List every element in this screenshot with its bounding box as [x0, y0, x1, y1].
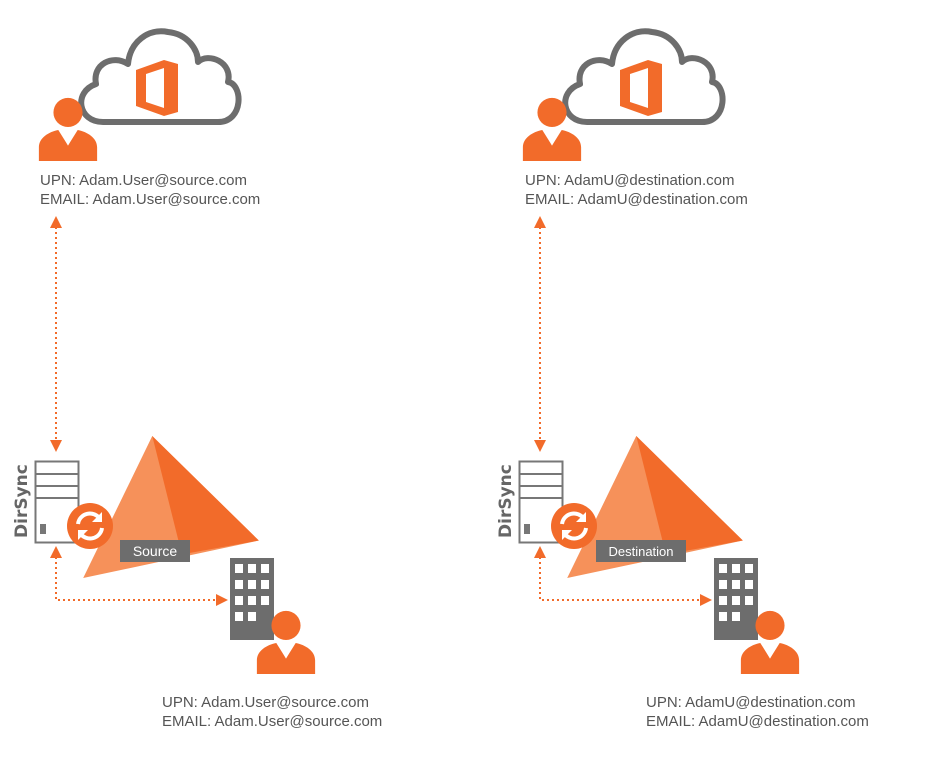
- destination-onprem-email: EMAIL: AdamU@destination.com: [646, 713, 869, 730]
- sync-icon: [66, 502, 114, 550]
- office-logo-icon: [620, 60, 662, 116]
- destination-onprem: Destination DirSync: [496, 435, 800, 674]
- source-cloud-email: EMAIL: Adam.User@source.com: [40, 191, 261, 208]
- dirsync-label: DirSync: [12, 464, 32, 538]
- source-cloud-upn: UPN: Adam.User@source.com: [40, 172, 247, 189]
- dirsync-label: DirSync: [496, 464, 516, 538]
- sync-arrow-corner: [50, 546, 228, 606]
- destination-cloud-email: EMAIL: AdamU@destination.com: [525, 191, 748, 208]
- directory-label: Destination: [608, 544, 673, 559]
- sync-arrow-corner: [534, 546, 712, 606]
- office-logo-icon: [136, 60, 178, 116]
- source-tenant: [38, 31, 239, 161]
- source-onprem: Source DirSync: [12, 435, 316, 674]
- destination-cloud-upn: UPN: AdamU@destination.com: [525, 172, 735, 189]
- directory-label: Source: [133, 543, 178, 559]
- destination-onprem-upn: UPN: AdamU@destination.com: [646, 694, 856, 711]
- destination-tenant: [522, 31, 723, 161]
- sync-icon: [550, 502, 598, 550]
- building-icon: [714, 558, 758, 640]
- source-onprem-email: EMAIL: Adam.User@source.com: [162, 713, 383, 730]
- source-onprem-upn: UPN: Adam.User@source.com: [162, 694, 369, 711]
- building-icon: [230, 558, 274, 640]
